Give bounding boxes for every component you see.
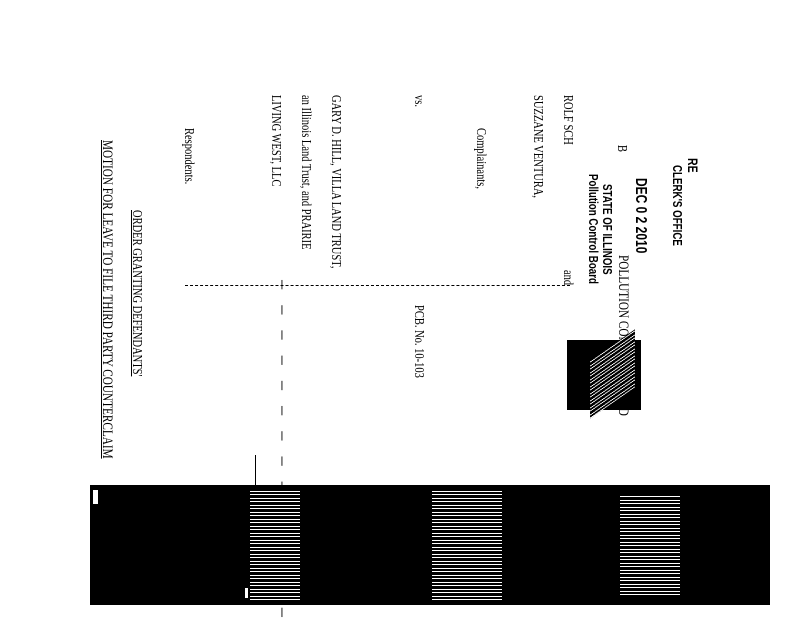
scan-line: [255, 455, 256, 485]
respondent-line-2: an Illinois Land Trust, and PRAIRIE: [298, 95, 313, 250]
respondent-line-1: GARY D. HILL, VILLA LAND TRUST,: [328, 95, 343, 269]
complainants-label: Complainants,: [473, 128, 488, 189]
scan-speck: [93, 490, 98, 504]
caption-bracket-line: [185, 285, 570, 286]
complainant-and: and: [560, 270, 575, 286]
respondent-line-3: LIVING WEST, LLC: [268, 95, 283, 187]
case-number: PCB. No. 10-103: [411, 305, 426, 378]
scan-noise-band-3: [620, 495, 680, 595]
scan-noise-band-1: [250, 490, 300, 600]
stamp-clerks-office: CLERK'S OFFICE: [670, 165, 685, 246]
order-title-line-1: ORDER GRANTING DEFENDANTS': [129, 210, 144, 377]
versus: vs.: [411, 95, 426, 107]
scan-noise-band-2: [432, 490, 502, 600]
stamp-board: Pollution Control Board: [586, 174, 601, 284]
stamp-mark: B: [614, 145, 629, 153]
complainant-name-2: SUZZANE VENTURA,: [530, 95, 545, 199]
stamp-re: RE: [685, 158, 701, 173]
complainant-name-1: ROLF SCH: [560, 95, 575, 145]
order-title-line-2: MOTION FOR LEAVE TO FILE THIRD PARTY COU…: [99, 140, 115, 459]
stamp-date: DEC 0 2 2010: [632, 178, 649, 254]
stamp-state: STATE OF ILLINOIS: [600, 184, 615, 275]
respondents-label: Respondents.: [181, 128, 196, 185]
scan-speck: [245, 588, 248, 598]
